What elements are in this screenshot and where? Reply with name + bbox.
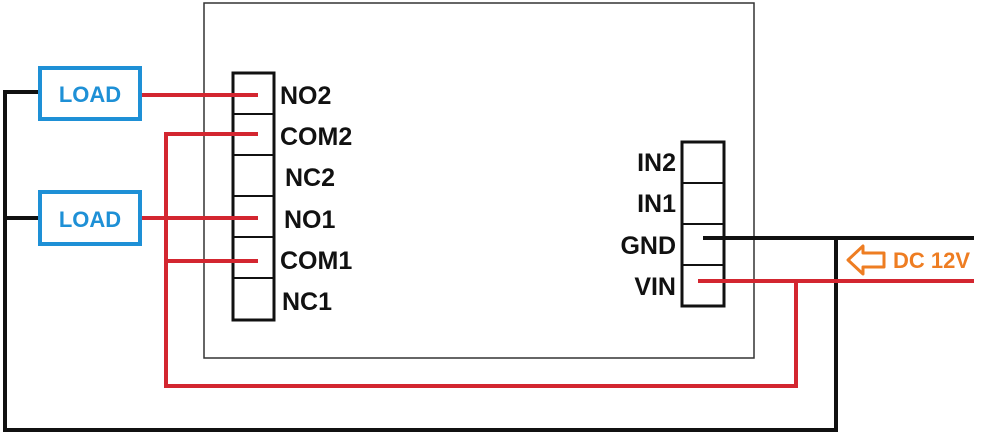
terminal-label-no2: NO2 [280,82,331,110]
terminal-label-no1: NO1 [284,206,336,234]
supply-wires [140,93,974,388]
load-2-label: LOAD [59,207,121,232]
ground-wires [3,90,974,432]
terminal-label-gnd: GND [620,232,676,260]
load-2: LOAD [38,190,142,246]
terminal-label-nc2: NC2 [285,164,335,192]
terminal-label-nc1: NC1 [282,288,332,316]
relay-board [203,2,755,359]
terminal-label-com1: COM1 [280,247,352,275]
relay-terminal-block [231,71,276,322]
terminal-label-in1: IN1 [637,190,676,218]
terminal-label-com2: COM2 [280,123,352,151]
arrow-left-icon [846,244,886,276]
input-terminal-block [680,140,726,308]
load-1-label: LOAD [59,82,121,107]
terminal-label-vin: VIN [634,273,676,301]
terminal-label-in2: IN2 [637,149,676,177]
load-1: LOAD [38,66,142,121]
supply-label: DC 12V [893,248,970,273]
